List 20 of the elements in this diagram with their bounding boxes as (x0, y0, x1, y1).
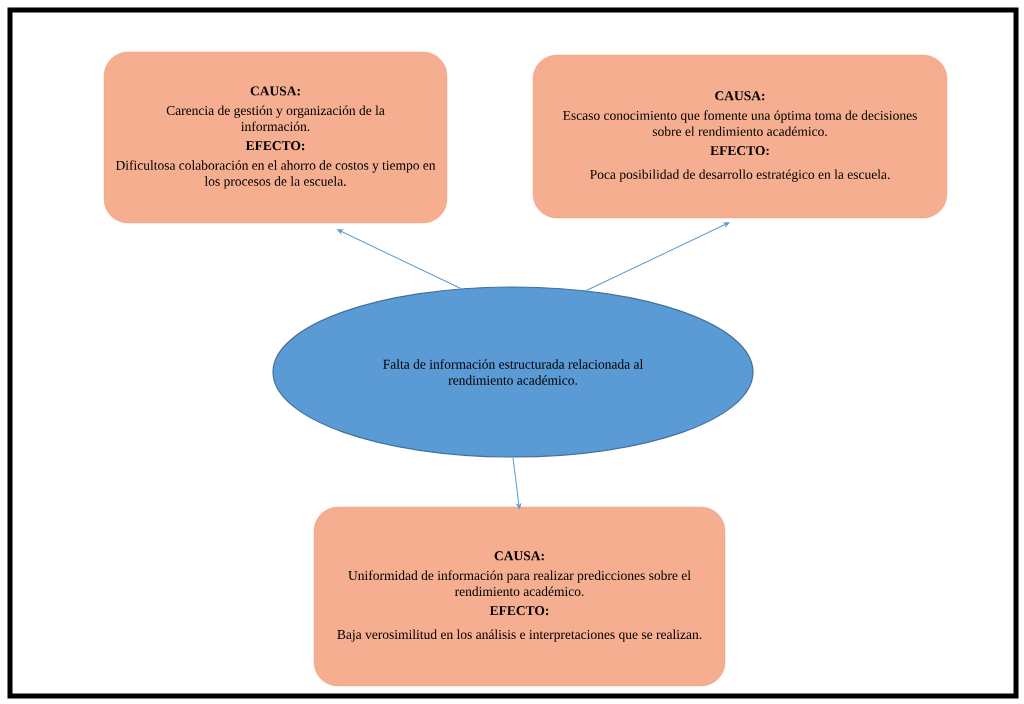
body-text: Uniformidad de información para realizar predicciones sobre el rendimiento académico. (348, 570, 691, 597)
heading-text: CAUSA: (250, 86, 300, 96)
arrow (512, 457, 522, 510)
problem-ellipse (272, 286, 754, 458)
body-text: Poca posibilidad de desarrollo estratégico en la escuela. (590, 169, 890, 182)
arrow (337, 229, 462, 289)
heading-text: CAUSA: (494, 551, 544, 561)
body-text: Carencia de gestión y organización de la información. (166, 105, 385, 132)
body-text: Baja verosimilitud en los análisis e interpretaciones que se realizan. (337, 629, 702, 642)
heading-text: EFECTO: (489, 606, 549, 616)
arrow (585, 222, 730, 291)
heading-text: EFECTO: (710, 146, 769, 156)
body-text: Escaso conocimiento que fomente una óptima toma de decisiones sobre el rendimiento académico. (563, 110, 917, 137)
cause-effect-box (532, 54, 948, 219)
cause-effect-box (313, 506, 726, 687)
heading-text: CAUSA: (715, 91, 765, 101)
cause-effect-box (103, 51, 448, 224)
body-text: Falta de información estructurada relacionada al rendimiento académico. (383, 359, 643, 385)
heading-text: EFECTO: (245, 141, 305, 151)
body-text: Dificultosa colaboración en el ahorro de costos y tiempo en los procesos de la escuela. (115, 160, 436, 189)
